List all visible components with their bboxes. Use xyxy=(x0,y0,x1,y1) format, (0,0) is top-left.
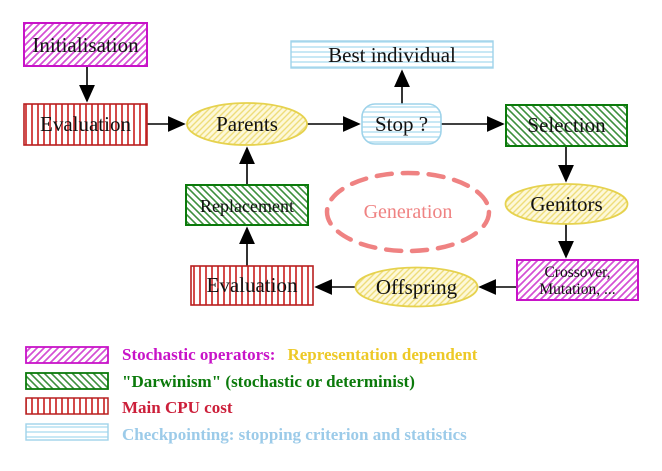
svg-text:Stochastic operators:Represent: Stochastic operators: Representation depe… xyxy=(122,345,478,364)
node-evaluation-top: Evaluation xyxy=(23,103,148,146)
node-best-individual-label: Best individual xyxy=(328,43,456,67)
node-selection-label: Selection xyxy=(527,113,606,137)
node-evaluation-top-label: Evaluation xyxy=(40,112,131,136)
legend-label-checkpointing: Checkpointing: stopping criterion and st… xyxy=(122,425,467,444)
node-initialisation: Initialisation xyxy=(23,22,148,67)
node-crossover-label-line2: Mutation, ... xyxy=(539,281,615,298)
node-generation-label: Generation xyxy=(364,201,453,223)
legend-label-representation-dependent: Representation dependent xyxy=(287,345,477,364)
legend-row-stochastic-operators: Stochastic operators: Representation depe… xyxy=(25,345,478,364)
legend-row-checkpointing: Checkpointing: stopping criterion and st… xyxy=(25,423,467,444)
node-best-individual: Best individual xyxy=(290,40,494,69)
node-replacement: Replacement xyxy=(185,184,309,226)
legend-swatch-magenta-hatch xyxy=(25,346,109,364)
legend-swatch-cyan-stripes xyxy=(25,423,109,441)
legend-label-main-cpu-cost: Main CPU cost xyxy=(122,398,233,417)
node-stop: Stop ? xyxy=(361,103,442,145)
edge-arrows xyxy=(79,66,574,295)
node-genitors-label: Genitors xyxy=(530,192,602,216)
legend-swatch-red-stripes xyxy=(25,397,109,415)
node-stop-label: Stop ? xyxy=(375,112,428,136)
legend-label-stochastic-operators: Stochastic operators: xyxy=(122,345,275,364)
legend: Stochastic operators: Representation depe… xyxy=(25,345,478,444)
node-evaluation-bottom-label: Evaluation xyxy=(207,273,298,297)
node-selection: Selection xyxy=(505,104,628,147)
legend-row-darwinism: "Darwinism" (stochastic or determinist) xyxy=(25,372,415,391)
node-crossover-mutation: Crossover, Mutation, ... xyxy=(516,259,639,301)
node-parents: Parents xyxy=(186,102,308,146)
legend-swatch-green-hatch xyxy=(25,372,109,390)
node-offspring: Offspring xyxy=(354,266,479,308)
node-replacement-label: Replacement xyxy=(200,196,294,216)
node-genitors: Genitors xyxy=(504,183,629,225)
node-parents-label: Parents xyxy=(216,112,278,136)
node-offspring-label: Offspring xyxy=(376,275,458,299)
node-initialisation-label: Initialisation xyxy=(32,33,139,57)
legend-row-main-cpu-cost: Main CPU cost xyxy=(25,397,233,417)
legend-label-darwinism: "Darwinism" (stochastic or determinist) xyxy=(122,372,415,391)
node-evaluation-bottom: Evaluation xyxy=(190,265,314,306)
node-crossover-label-line1: Crossover, xyxy=(544,264,610,281)
node-generation: Generation xyxy=(324,170,492,254)
